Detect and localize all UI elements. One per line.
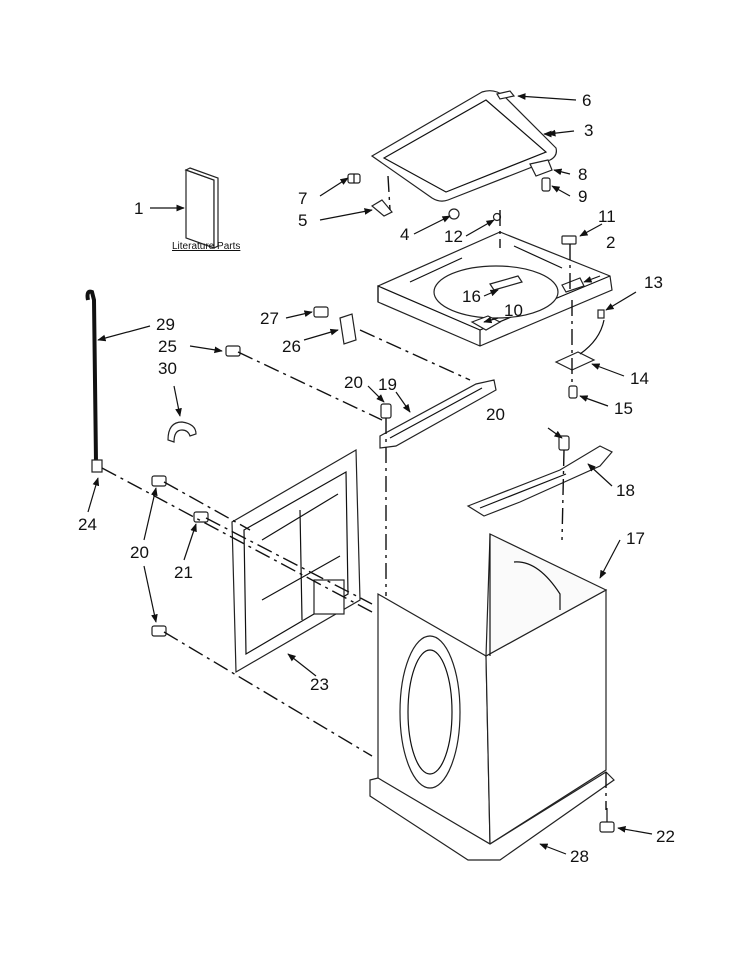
drain-hose-29 [85, 289, 98, 463]
screw-25 [225, 345, 241, 357]
callout-3: 3 [584, 121, 593, 140]
base-28 [369, 771, 615, 861]
callout-20c: 20 [130, 543, 149, 562]
brace-19 [379, 379, 497, 449]
screw-20d [151, 625, 167, 637]
screw-20b [558, 435, 570, 451]
screw-20a [380, 403, 392, 419]
lid-lock-11 [561, 235, 577, 245]
callout-15: 15 [614, 399, 633, 418]
callout-9: 9 [578, 187, 587, 206]
callout-12: 12 [444, 227, 463, 246]
bumper-4 [448, 208, 460, 220]
literature-parts-label: Literature Parts [172, 241, 240, 252]
part-16 [489, 275, 523, 291]
callout-17: 17 [626, 529, 645, 548]
callout-2: 2 [606, 233, 615, 252]
assembly-lines [101, 175, 607, 810]
leveling-foot-22 [599, 808, 615, 833]
hose-clamp-30 [167, 421, 197, 443]
screw-7 [347, 173, 361, 184]
bracket-26 [339, 313, 357, 345]
brace-18 [466, 445, 613, 517]
callout-21: 21 [174, 563, 193, 582]
hinge-8 [529, 159, 553, 177]
screw-20c [151, 475, 167, 487]
callout-30: 30 [158, 359, 177, 378]
callout-20b: 20 [486, 405, 505, 424]
screw-27 [313, 306, 329, 318]
callout-22: 22 [656, 827, 675, 846]
callout-11: 11 [598, 207, 616, 226]
callout-18: 18 [616, 481, 635, 500]
callout-8: 8 [578, 165, 587, 184]
callout-5: 5 [298, 211, 307, 230]
callout-28: 28 [570, 847, 589, 866]
callout-16: 16 [462, 287, 481, 306]
callout-labels: 1 2 3 4 5 6 7 8 9 10 11 12 13 14 15 16 1… [78, 91, 675, 866]
callout-27: 27 [260, 309, 279, 328]
callout-13: 13 [644, 273, 663, 292]
screw-21 [193, 511, 209, 523]
callout-4: 4 [400, 225, 409, 244]
callout-25: 25 [158, 337, 177, 356]
cabinet-17 [377, 533, 608, 846]
screw-15 [568, 385, 578, 399]
callout-14: 14 [630, 369, 649, 388]
strike-5 [370, 199, 393, 217]
callout-7: 7 [298, 189, 307, 208]
callout-19: 19 [378, 375, 397, 394]
callout-6: 6 [582, 91, 591, 110]
hose-end [91, 459, 103, 473]
lid-pin [496, 90, 516, 100]
lid-switch-14 [554, 319, 605, 371]
screw-9 [541, 177, 551, 192]
callout-10: 10 [504, 301, 523, 320]
literature-booklet [184, 167, 219, 249]
callout-20a: 20 [344, 373, 363, 392]
callout-24: 24 [78, 515, 97, 534]
clip-13 [597, 309, 605, 319]
lid [370, 90, 557, 202]
callout-29: 29 [156, 315, 175, 334]
callout-1: 1 [134, 199, 143, 218]
rear-panel-23 [231, 448, 361, 674]
callout-26: 26 [282, 337, 301, 356]
leader-lines [87, 93, 653, 855]
callout-23: 23 [310, 675, 329, 694]
